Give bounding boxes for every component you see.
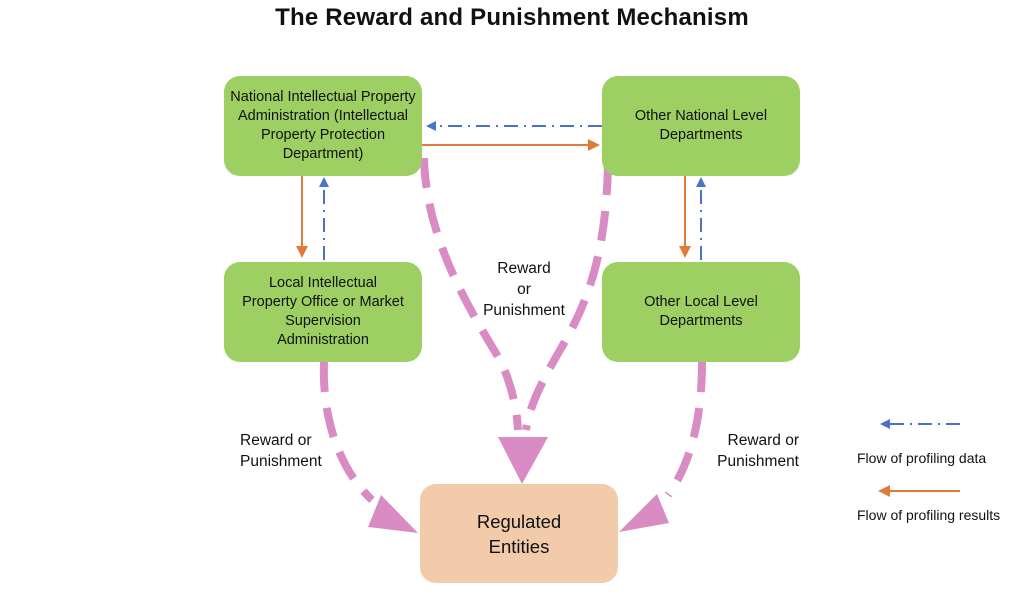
node-other-national-label: Other National Level Departments [634,108,768,143]
edge-label-right: Reward or Punishment [698,430,799,472]
edge-label-left-line1: Reward or [240,432,312,449]
reward-curve-nipa [420,157,522,431]
node-other-local: Other Local Level Departments [602,262,800,362]
edge-label-center-line3: Punishment [483,302,565,319]
node-national-ipa-label: National Intellectual Property Administr… [230,89,416,162]
reward-arrowhead-center [498,437,548,484]
legend-profiling-data: Flow of profiling data [857,450,987,466]
reward-arrowhead-left [368,495,418,533]
edge-label-left: Reward or Punishment [240,430,322,472]
edge-label-left-line2: Punishment [240,453,322,470]
node-regulated-entities-label: Regulated Entities [476,510,562,557]
edge-label-right-line1: Reward or [727,432,800,449]
node-local-ipo-label: Local Intellectual Property Office or Ma… [242,275,404,348]
node-national-ipa: National Intellectual Property Administr… [224,76,422,176]
legend-profiling-results: Flow of profiling results [857,507,1001,523]
reward-curve-other-local [664,361,706,498]
edge-label-center-line1: Reward [497,260,551,277]
node-local-ipo: Local Intellectual Property Office or Ma… [224,262,422,362]
reward-arrowhead-right [619,494,669,532]
reward-curve-local-ipo [319,361,375,503]
node-other-local-label: Other Local Level Departments [644,294,758,329]
diagram-title: The Reward and Punishment Mechanism [275,4,749,31]
node-other-national: Other National Level Departments [602,76,800,176]
edge-label-center-line2: or [517,281,531,298]
reward-curve-other-national [522,164,612,431]
node-regulated-entities: Regulated Entities [420,484,618,583]
edge-label-right-line2: Punishment [717,453,799,470]
edge-label-center: Reward or Punishment [462,258,586,321]
